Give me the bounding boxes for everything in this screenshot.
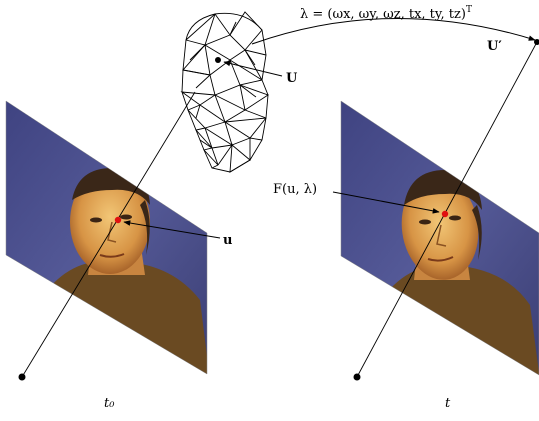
camera-center-t xyxy=(353,373,361,381)
image-frame-t xyxy=(340,100,539,376)
F-label-arrow xyxy=(332,191,440,214)
U-label-arrow xyxy=(223,60,283,77)
projection-ray-t0 xyxy=(21,91,196,378)
point-u-red xyxy=(114,216,122,224)
label-U: U xyxy=(286,71,298,86)
label-u: u xyxy=(223,233,232,248)
motion-arrow xyxy=(251,18,536,45)
label-t0: t₀ xyxy=(104,396,115,411)
camera-center-t0 xyxy=(18,373,26,381)
projection-ray-t xyxy=(356,41,538,378)
lambda-equation: λ = (ωx, ωy, ωz, tx, ty, tz)T xyxy=(300,5,472,22)
label-F: F(u, λ) xyxy=(273,182,317,197)
image-frame-t0 xyxy=(5,100,208,375)
u-label-arrow xyxy=(123,220,221,239)
head-mesh xyxy=(180,11,270,173)
point-F-red xyxy=(441,210,449,218)
label-U-prime: U′ xyxy=(487,39,502,54)
point-U xyxy=(215,57,221,63)
label-t: t xyxy=(445,396,451,411)
